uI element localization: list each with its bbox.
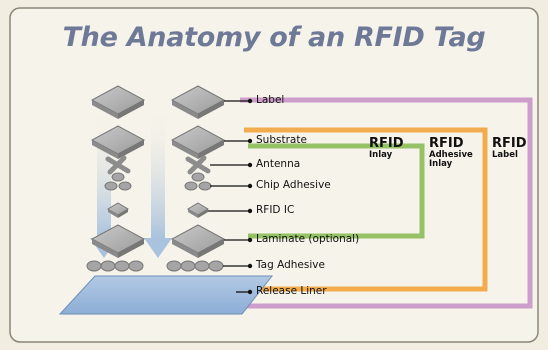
arrow-right — [144, 110, 172, 258]
layer-label-antenna: Antenna — [256, 158, 301, 170]
release-liner-shape — [58, 275, 274, 315]
left-stack — [86, 85, 146, 272]
group-title: RFID — [492, 136, 527, 151]
background-panel — [9, 7, 539, 343]
layer-label-release-liner: Release Liner — [256, 285, 327, 297]
bracket-rfid-inlay — [248, 143, 425, 239]
layer-label-rfid-ic: RFID IC — [256, 204, 295, 216]
group-subtitle: Inlay — [369, 149, 393, 160]
group-rfid-adhesive-inlay: RFID Adhesive Inlay — [429, 137, 481, 168]
group-rfid-inlay: RFID Inlay — [369, 137, 404, 160]
layer-label-laminate: Laminate (optional) — [256, 233, 360, 245]
layer-label-chip-adhesive: Chip Adhesive — [256, 179, 331, 191]
bracket-rfid-adhesive-inlay — [244, 127, 488, 292]
group-rfid-label: RFID Label — [492, 137, 527, 160]
layer-label-tag-adhesive: Tag Adhesive — [256, 259, 325, 271]
group-subtitle: Adhesive Inlay — [429, 149, 473, 169]
right-stack — [166, 85, 226, 272]
diagram-title: The Anatomy of an RFID Tag — [62, 22, 486, 53]
layer-label-label: Label — [256, 94, 285, 106]
group-title: RFID — [429, 136, 464, 151]
group-title: RFID — [369, 136, 404, 151]
layer-label-substrate: Substrate — [256, 134, 307, 146]
leader-dots — [247, 98, 253, 295]
group-subtitle: Label — [492, 149, 518, 160]
bracket-rfid-label — [240, 97, 533, 309]
leader-lines — [208, 100, 250, 293]
